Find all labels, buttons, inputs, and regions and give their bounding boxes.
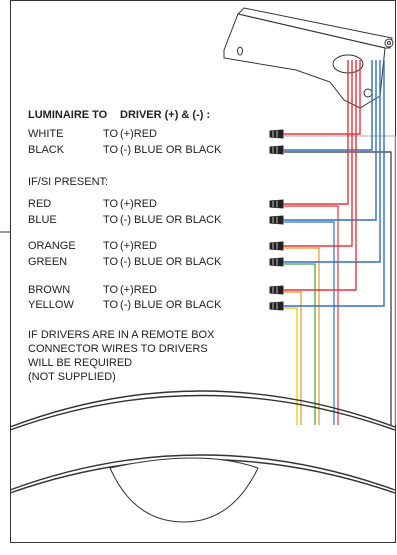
wire-nut-icon	[269, 199, 284, 209]
wire-nut-icon	[269, 257, 284, 267]
remote-box-note-line-3: (NOT SUPPLIED)	[28, 371, 116, 383]
header-luminaire-label: LUMINAIRE TO	[28, 109, 108, 121]
group-1-row-0-to: TO	[103, 240, 119, 252]
wire-nut-icon	[269, 145, 284, 155]
remote-box-note-line-2: WILL BE REQUIRED	[28, 357, 133, 369]
lens-dome	[109, 457, 259, 523]
group-1-row-0-left: ORANGE	[28, 240, 76, 252]
wire-nuts-group	[269, 129, 284, 311]
luminaire-wire	[284, 221, 335, 425]
driver-wire	[283, 60, 373, 151]
wire-nut-icon	[269, 129, 284, 139]
driver-wire	[283, 60, 385, 307]
group-0-row-1-left: BLUE	[28, 214, 57, 226]
section-title: IF/SI PRESENT:	[28, 176, 109, 188]
wire-nut-icon	[269, 285, 284, 295]
pair-0-to: TO	[103, 128, 119, 140]
luminaire-wire	[284, 247, 320, 425]
luminaire-wire	[284, 291, 302, 425]
wire-nut-icon	[269, 301, 284, 311]
luminaire-wire	[284, 263, 316, 425]
group-2-row-0-left: BROWN	[28, 284, 71, 296]
group-1-row-1-left: GREEN	[28, 256, 68, 268]
luminaire-wire	[284, 135, 396, 425]
luminaire-wire	[284, 151, 392, 425]
pair-0-right: (+)RED	[120, 128, 157, 140]
group-2-row-1-left: YELLOW	[28, 299, 74, 311]
luminaire-wire	[284, 307, 298, 425]
wires-group	[283, 60, 396, 425]
fixture-body	[9, 390, 396, 523]
mounting-bracket-icon	[223, 7, 394, 109]
remote-box-note-line-1: CONNECTOR WIRES TO DRIVERS	[28, 343, 208, 355]
remote-box-note-line-0: IF DRIVERS ARE IN A REMOTE BOX	[28, 329, 215, 341]
pair-1-right: (-) BLUE OR BLACK	[120, 144, 222, 156]
pair-1-left: BLACK	[28, 144, 65, 156]
wire-nut-icon	[269, 215, 284, 225]
fixture-upper-arc	[9, 390, 396, 428]
driver-wire	[283, 60, 357, 291]
driver-wire	[283, 60, 381, 263]
pair-0-left: WHITE	[28, 128, 64, 140]
group-2-row-1-right: (-) BLUE OR BLACK	[120, 299, 222, 311]
driver-wire	[283, 60, 361, 135]
group-0-row-1-to: TO	[103, 214, 119, 226]
driver-wire	[283, 60, 377, 221]
group-0-row-0-left: RED	[28, 198, 52, 210]
group-0-row-0-right: (+)RED	[120, 198, 157, 210]
driver-wire	[283, 60, 349, 205]
group-0-row-0-to: TO	[103, 198, 119, 210]
pair-1-to: TO	[103, 144, 119, 156]
group-2-row-1-to: TO	[103, 299, 119, 311]
group-1-row-0-right: (+)RED	[120, 240, 157, 252]
group-2-row-0-right: (+)RED	[120, 284, 157, 296]
driver-wire	[283, 60, 353, 247]
luminaire-wire	[284, 205, 339, 425]
group-2-row-0-to: TO	[103, 284, 119, 296]
wire-nut-icon	[269, 241, 284, 251]
group-0-row-1-right: (-) BLUE OR BLACK	[120, 214, 222, 226]
fixture-middle-arc	[9, 394, 396, 431]
group-1-row-1-right: (-) BLUE OR BLACK	[120, 256, 222, 268]
header-driver-label: DRIVER (+) & (-) :	[120, 109, 211, 121]
group-1-row-1-to: TO	[103, 256, 119, 268]
fixture-lower-arc	[9, 454, 396, 491]
